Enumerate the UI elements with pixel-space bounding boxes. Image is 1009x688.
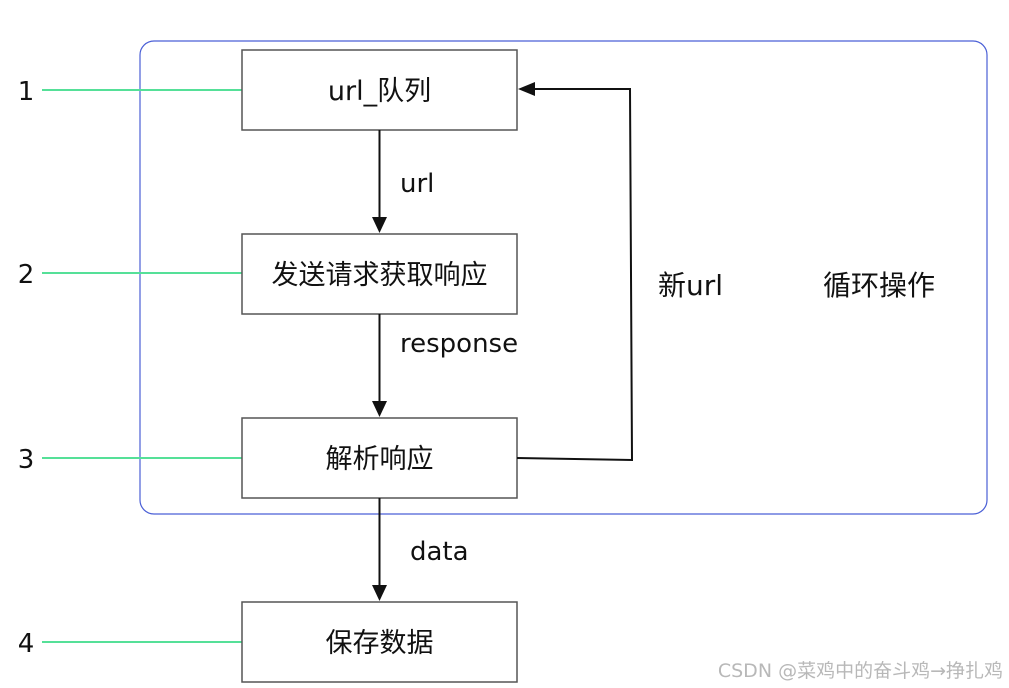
- box-url-queue-rect: [241, 49, 518, 131]
- step-number-4: 4: [18, 629, 35, 659]
- edge-label-response: response: [400, 329, 518, 359]
- edge-label-url: url: [400, 169, 434, 199]
- arrowhead-parse-to-queue: [518, 82, 535, 96]
- box-parse-response: 解析响应: [241, 417, 518, 499]
- loop-container: [139, 40, 988, 515]
- box-save-data-label: 保存数据: [326, 628, 434, 659]
- step-number-1: 1: [18, 77, 35, 107]
- watermark: CSDN @菜鸡中的奋斗鸡→挣扎鸡: [718, 660, 1003, 682]
- edge-label-data: data: [410, 537, 469, 567]
- box-url-queue: url_队列: [241, 49, 518, 131]
- step-number-2: 2: [18, 260, 35, 290]
- box-save-data: 保存数据: [241, 601, 518, 683]
- edge-label-new-url: 新url: [658, 269, 723, 302]
- box-save-data-rect: [241, 601, 518, 683]
- box-url-queue-label: url_队列: [328, 76, 431, 107]
- loop-label: 循环操作: [823, 269, 935, 302]
- box-send-request: 发送请求获取响应: [241, 233, 518, 315]
- arrowhead-request-to-parse: [372, 401, 387, 417]
- step-number-3: 3: [18, 445, 35, 475]
- arrowhead-queue-to-request: [372, 217, 387, 233]
- box-parse-response-label: 解析响应: [326, 444, 434, 475]
- arrow-parse-to-queue: [516, 88, 634, 462]
- arrowhead-parse-to-save: [372, 585, 387, 601]
- box-send-request-label: 发送请求获取响应: [272, 260, 488, 291]
